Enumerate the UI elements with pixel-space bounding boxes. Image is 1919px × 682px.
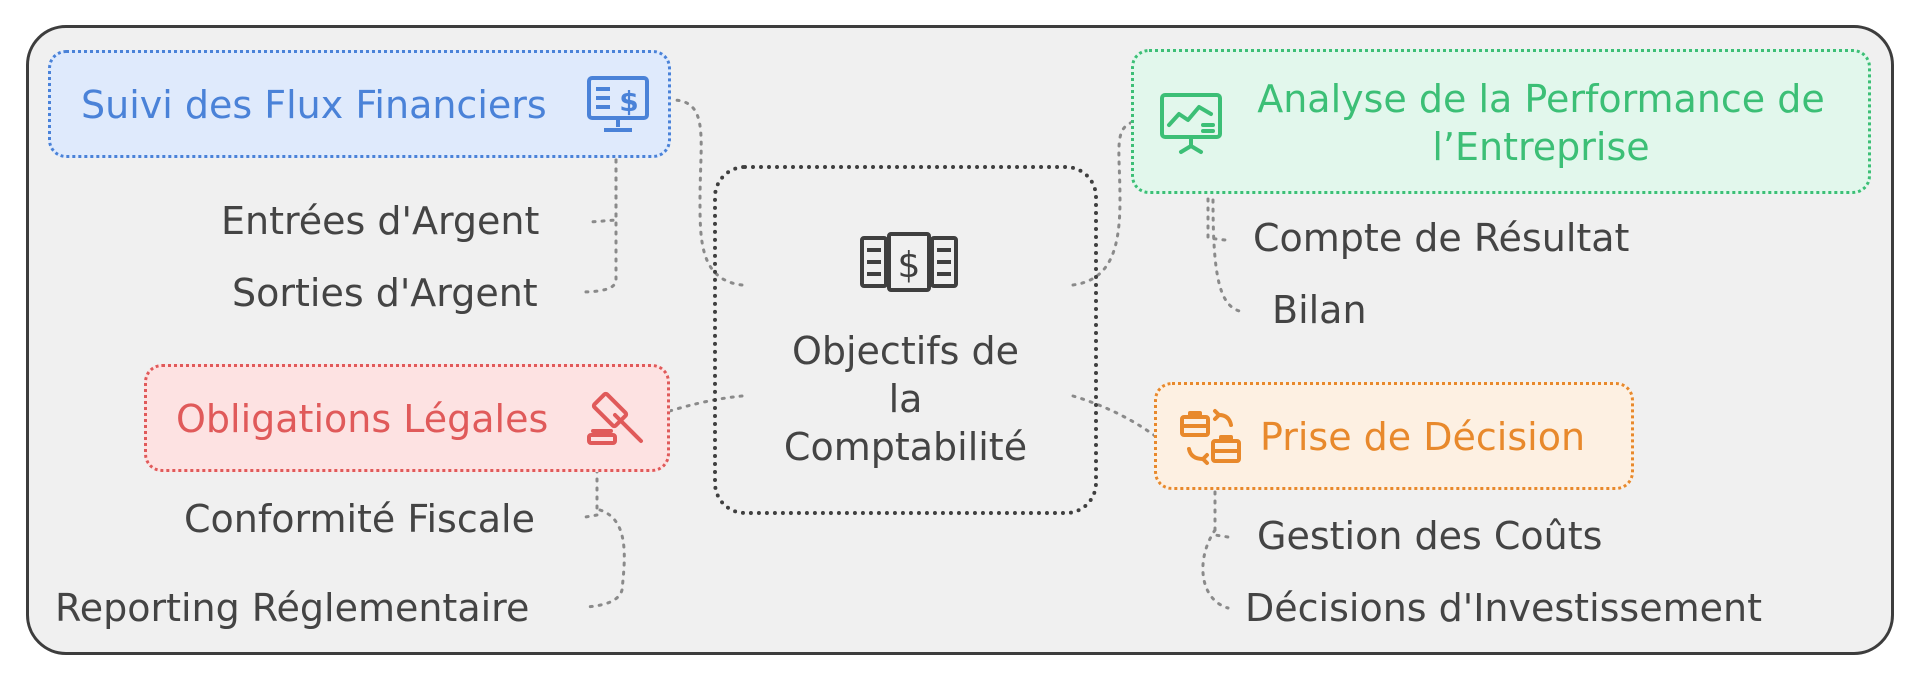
central-topic: $ Objectifs de la Comptabilité	[713, 165, 1098, 515]
connector-flux-entrees	[588, 158, 618, 224]
central-title: Objectifs de la Comptabilité	[783, 329, 1028, 469]
leaf-entrees-argent: Entrées d'Argent	[221, 199, 540, 243]
leaf-conformite-fiscale: Conformité Fiscale	[184, 497, 535, 541]
leaf-compte-resultat: Compte de Résultat	[1253, 216, 1630, 260]
leaf-decisions-investissement: Décisions d'Investissement	[1245, 586, 1762, 630]
branch-suivi-flux: Suivi des Flux Financiers $	[48, 50, 671, 158]
leaf-bilan: Bilan	[1272, 288, 1367, 332]
branch-title: Prise de Décision	[1260, 415, 1586, 459]
branch-title: Analyse de la Performance de l’Entrepris…	[1257, 77, 1825, 169]
connector-legal-conformite	[578, 468, 599, 520]
connector-center-legal	[646, 394, 744, 420]
leaf-gestion-couts: Gestion des Coûts	[1257, 514, 1603, 558]
briefcase-exchange-icon	[1179, 407, 1243, 471]
branch-prise-decision: Prise de Décision	[1154, 382, 1634, 490]
connector-decision-couts	[1213, 490, 1230, 539]
connector-perf-bilan	[1211, 198, 1247, 314]
branch-analyse-performance: Analyse de la Performance de l’Entrepris…	[1131, 49, 1871, 194]
leaf-reporting-reglementaire: Reporting Réglementaire	[55, 586, 530, 630]
gavel-icon	[585, 387, 647, 455]
connector-perf-compte	[1206, 188, 1227, 242]
branch-title: Suivi des Flux Financiers	[81, 83, 547, 127]
financial-monitor-icon: $	[586, 75, 650, 139]
connector-center-decision	[1071, 394, 1160, 440]
money-ledger-icon: $	[859, 232, 959, 296]
branch-title: Obligations Légales	[176, 397, 549, 441]
connector-decision-invest	[1201, 528, 1230, 610]
connector-legal-reporting	[583, 508, 626, 609]
svg-text:$: $	[898, 245, 921, 286]
branch-obligations-legales: Obligations Légales	[144, 364, 670, 472]
svg-text:$: $	[619, 85, 638, 118]
connector-flux-sorties	[578, 158, 618, 294]
performance-chart-icon	[1159, 92, 1223, 160]
connector-center-perf	[1071, 118, 1152, 287]
leaf-sorties-argent: Sorties d'Argent	[232, 271, 538, 315]
